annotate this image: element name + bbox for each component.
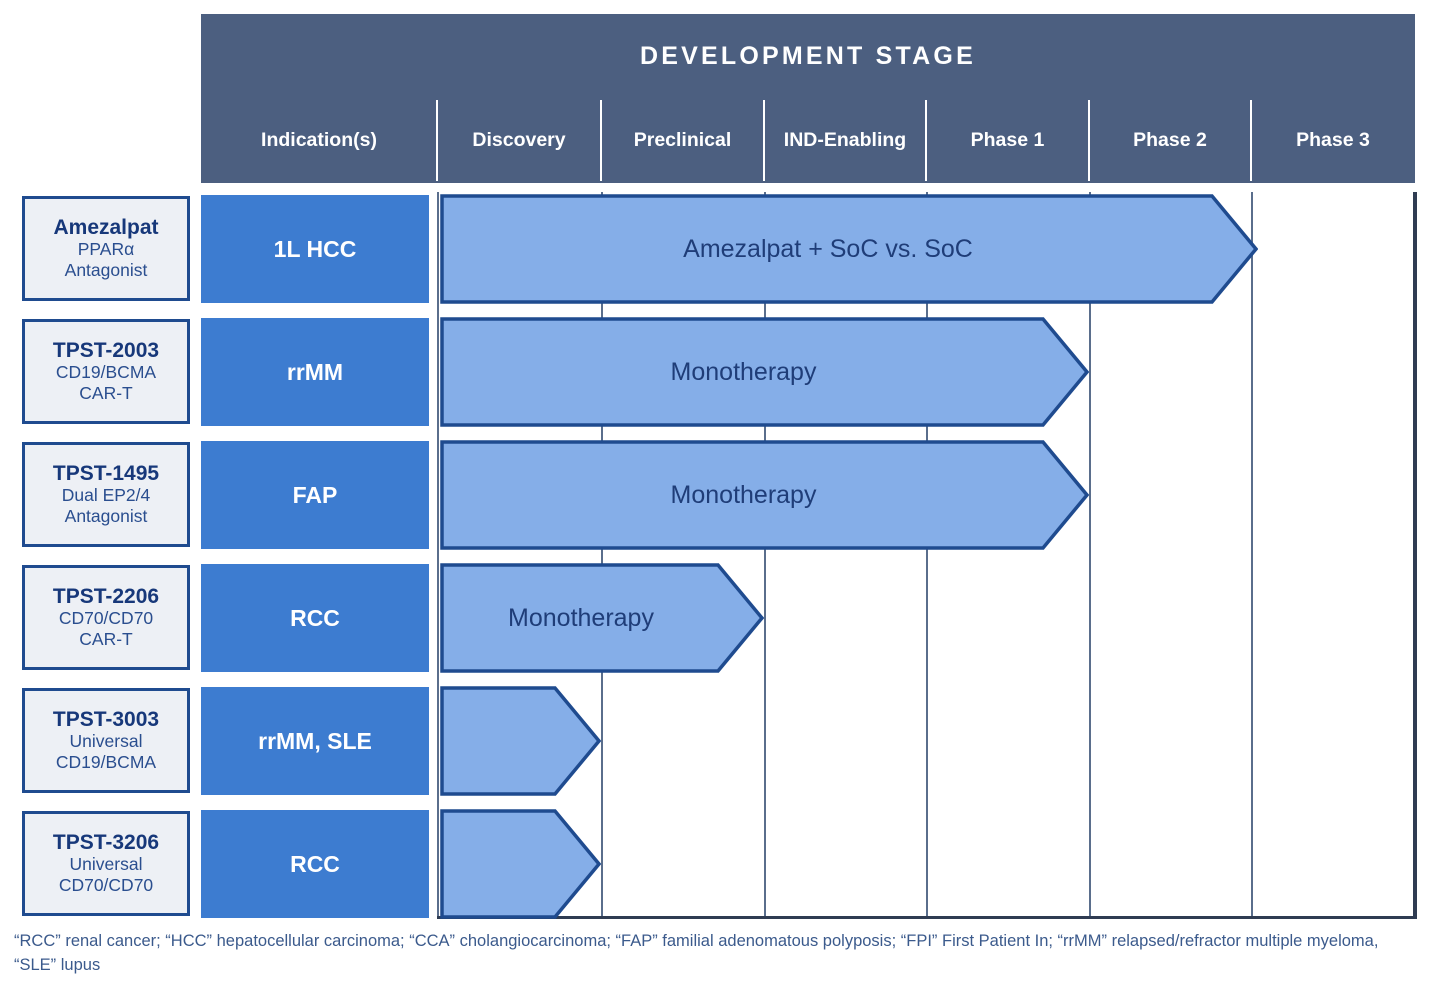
header-separator bbox=[600, 100, 602, 181]
page-title: DEVELOPMENT STAGE bbox=[640, 41, 976, 70]
drug-name: TPST-1495 bbox=[52, 461, 160, 485]
program-arrow[interactable]: Monotherapy bbox=[440, 440, 1089, 550]
indication-cell[interactable]: FAP bbox=[201, 441, 429, 549]
indication-cell[interactable]: RCC bbox=[201, 564, 429, 672]
header-separator bbox=[763, 100, 765, 181]
drug-modality-line: Universal bbox=[69, 854, 143, 875]
header-cell-preclinical: Preclinical bbox=[633, 128, 732, 151]
header-separator bbox=[1088, 100, 1090, 181]
drug-modality-line: CD70/CD70 bbox=[58, 608, 154, 629]
arrow-shape bbox=[440, 686, 601, 796]
header-cell-phase-3: Phase 3 bbox=[1296, 128, 1370, 151]
program-arrow[interactable]: Monotherapy bbox=[440, 563, 764, 673]
header-band bbox=[201, 14, 1415, 183]
header-separator bbox=[436, 100, 438, 181]
gridline-preclinical-start bbox=[601, 192, 603, 918]
indication-cell[interactable]: rrMM bbox=[201, 318, 429, 426]
drug-modality-line: Antagonist bbox=[64, 506, 148, 527]
program-label: Amezalpat + SoC vs. SoC bbox=[683, 234, 973, 263]
drug-name: Amezalpat bbox=[53, 215, 159, 239]
gridline-bottom bbox=[437, 916, 1417, 919]
arrow-shape bbox=[440, 809, 601, 919]
drug-modality-line: PPARα bbox=[77, 239, 135, 260]
drug-modality-line: Dual EP2/4 bbox=[61, 485, 151, 506]
gridline-discovery-start bbox=[437, 192, 439, 918]
header-cell-line: IND- bbox=[783, 128, 824, 151]
program-arrow[interactable]: Amezalpat + SoC vs. SoC bbox=[440, 194, 1258, 304]
drug-name: TPST-2206 bbox=[52, 584, 160, 608]
drug-modality-line: Antagonist bbox=[64, 260, 148, 281]
indication-cell[interactable]: RCC bbox=[201, 810, 429, 918]
drug-modality-line: CAR-T bbox=[79, 629, 133, 650]
program-arrow[interactable]: Monotherapy bbox=[440, 317, 1089, 427]
header-cell-indication-s: Indication(s) bbox=[261, 128, 377, 151]
program-label: Monotherapy bbox=[670, 480, 817, 509]
arrow-shape bbox=[440, 440, 1089, 550]
header-cell-phase-2: Phase 2 bbox=[1133, 128, 1207, 151]
header-separator bbox=[925, 100, 927, 181]
gridline-phase2-start bbox=[1089, 192, 1091, 918]
gridline-phase1-start bbox=[926, 192, 928, 918]
drug-modality-line: Universal bbox=[69, 731, 143, 752]
drug-modality-line: CD70/CD70 bbox=[58, 875, 154, 896]
header-cell-line: Enabling bbox=[823, 128, 907, 151]
program-label: Monotherapy bbox=[670, 357, 817, 386]
drug-modality-line: CD19/BCMA bbox=[55, 752, 157, 773]
gridline-phase3-start bbox=[1251, 192, 1253, 918]
arrow-shape bbox=[440, 194, 1258, 304]
program-arrow[interactable] bbox=[440, 686, 601, 796]
program-arrow[interactable] bbox=[440, 809, 601, 919]
header-cell-ind-enabling: IND-Enabling bbox=[764, 98, 926, 183]
header-separator bbox=[1250, 100, 1252, 181]
indication-cell[interactable]: rrMM, SLE bbox=[201, 687, 429, 795]
arrow-shape bbox=[440, 563, 764, 673]
header-cell-discovery: Discovery bbox=[472, 128, 566, 151]
drug-modality-line: CD19/BCMA bbox=[55, 362, 157, 383]
drug-modality-line: CAR-T bbox=[79, 383, 133, 404]
header-column-row: Indication(s) Discovery Preclinical IND-Ena… bbox=[201, 98, 1415, 183]
header-cell-phase-1: Phase 1 bbox=[970, 128, 1045, 151]
program-label: Monotherapy bbox=[508, 603, 654, 632]
indication-cell[interactable]: 1L HCC bbox=[201, 195, 429, 303]
drug-name: TPST-3003 bbox=[52, 707, 160, 731]
gridline-right-edge bbox=[1413, 192, 1417, 918]
drug-name: TPST-3206 bbox=[52, 830, 160, 854]
gridline-ind-start bbox=[764, 192, 766, 918]
footnote: “RCC” renal cancer; “HCC” hepatocellular… bbox=[14, 932, 1379, 974]
arrow-shape bbox=[440, 317, 1089, 427]
drug-name: TPST-2003 bbox=[52, 338, 160, 362]
